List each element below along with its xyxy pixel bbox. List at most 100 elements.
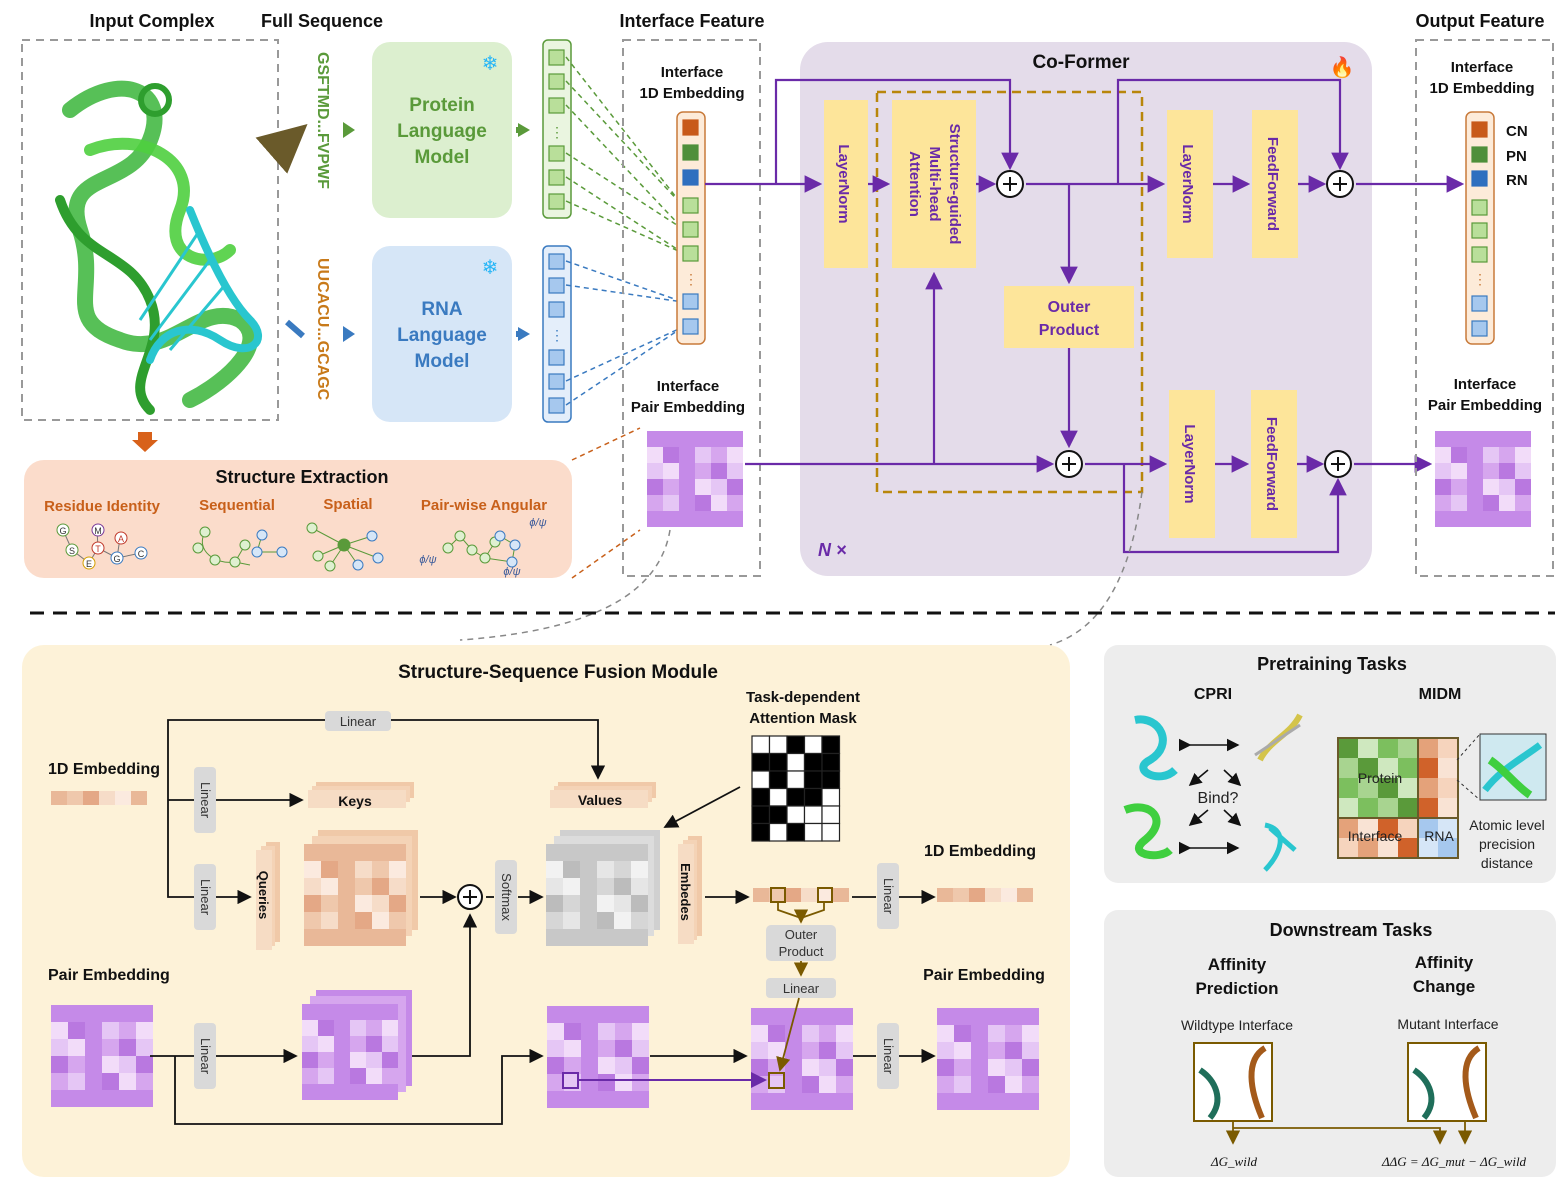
token [548,397,565,414]
grid-cell [819,1076,836,1093]
grid-cell [598,1091,615,1108]
residue-g: G [59,526,66,536]
grid-cell [598,1023,615,1040]
token [1471,121,1488,138]
grid-cell [372,844,389,861]
grid-cell [1005,1008,1022,1025]
grid-cell [564,1023,581,1040]
grid-cell [647,495,663,511]
grid-cell [819,1042,836,1059]
grid-cell [1435,463,1451,479]
token [682,144,699,161]
midm-frame [1337,737,1459,859]
interface-cell [1438,798,1458,818]
grid-cell [631,861,648,878]
grid-cell [836,1059,853,1076]
token [548,277,565,294]
grid-cell [563,844,580,861]
grid-cell [119,1005,136,1022]
grid-cell [1515,431,1531,447]
outer-product-label-1: Outer [1048,299,1091,316]
grid-cell [768,1076,785,1093]
strip-cell [769,888,785,902]
strip-cell [99,791,115,805]
grid-cell [350,1052,366,1068]
attention-mask-grid [751,735,841,842]
interface-feature-title: Interface Feature [619,11,764,31]
protein-cell [1338,738,1358,758]
grid-cell [304,929,321,946]
grid-cell [1499,511,1515,527]
mask-cell [786,752,806,772]
rna-cell [1438,838,1458,858]
output-pair-embedding [1435,431,1531,527]
grid-cell [597,929,614,946]
output-ellipsis: ⋮ [1473,271,1487,287]
token [548,49,565,66]
token [682,169,699,186]
grid-cell [695,511,711,527]
grid-cell [302,1052,318,1068]
grid-cell [768,1093,785,1110]
grid-cell [988,1008,1005,1025]
grid-cell [598,1006,615,1023]
grid-cell [85,1090,102,1107]
grid-cell [632,1091,649,1108]
mask-cell [751,735,771,755]
coformer-flow-lines [705,78,1465,554]
grid-cell [389,861,406,878]
mask-cell [821,805,841,825]
interface-ellipsis: ⋮ [684,271,698,287]
grid-cell [727,495,743,511]
grid-cell [51,1039,68,1056]
strip-cell [1001,888,1017,902]
midm-label: MIDM [1419,686,1462,703]
mask-cell [821,787,841,807]
grid-cell [695,447,711,463]
midm-distance-matrix [1337,737,1459,859]
protein-cell [1378,778,1398,798]
grid-cell [1005,1076,1022,1093]
mask-cell [821,822,841,842]
input-complex-title: Input Complex [90,11,215,31]
grid-cell [988,1059,1005,1076]
grid-cell [937,1093,954,1110]
grid-cell [136,1022,153,1039]
protein-cell [1398,778,1418,798]
protein-cell [1398,738,1418,758]
arrow-to-protein-seq [255,124,308,174]
protein-cell [1358,738,1378,758]
grid-cell [954,1093,971,1110]
grid-cell [389,878,406,895]
grid-cell [1483,447,1499,463]
grid-cell [988,1025,1005,1042]
grid-cell [1483,479,1499,495]
bind-question: Bind? [1198,790,1239,807]
grid-cell [663,511,679,527]
strip-cell [51,791,67,805]
legend-pn: PN [1506,148,1527,165]
grid-cell [1435,447,1451,463]
mask-cell [768,770,788,790]
grid-cell [1483,463,1499,479]
grid-cell [1435,495,1451,511]
grid-cell [372,861,389,878]
grid-cell [597,895,614,912]
grid-cell [564,1040,581,1057]
mask-cell [821,752,841,772]
grid-cell [51,1056,68,1073]
grid-cell [632,1006,649,1023]
grid-cell [695,431,711,447]
grid-cell [1022,1042,1039,1059]
grid-cell [836,1008,853,1025]
interface-cell [1418,778,1438,798]
grid-cell [1022,1008,1039,1025]
mask-cell [751,787,771,807]
grid-cell [334,1020,350,1036]
mask-cell [803,822,823,842]
grid-cell [1435,431,1451,447]
cpri-molecules [1123,713,1303,872]
grid-cell [68,1090,85,1107]
zoom-connector-left [459,529,671,641]
